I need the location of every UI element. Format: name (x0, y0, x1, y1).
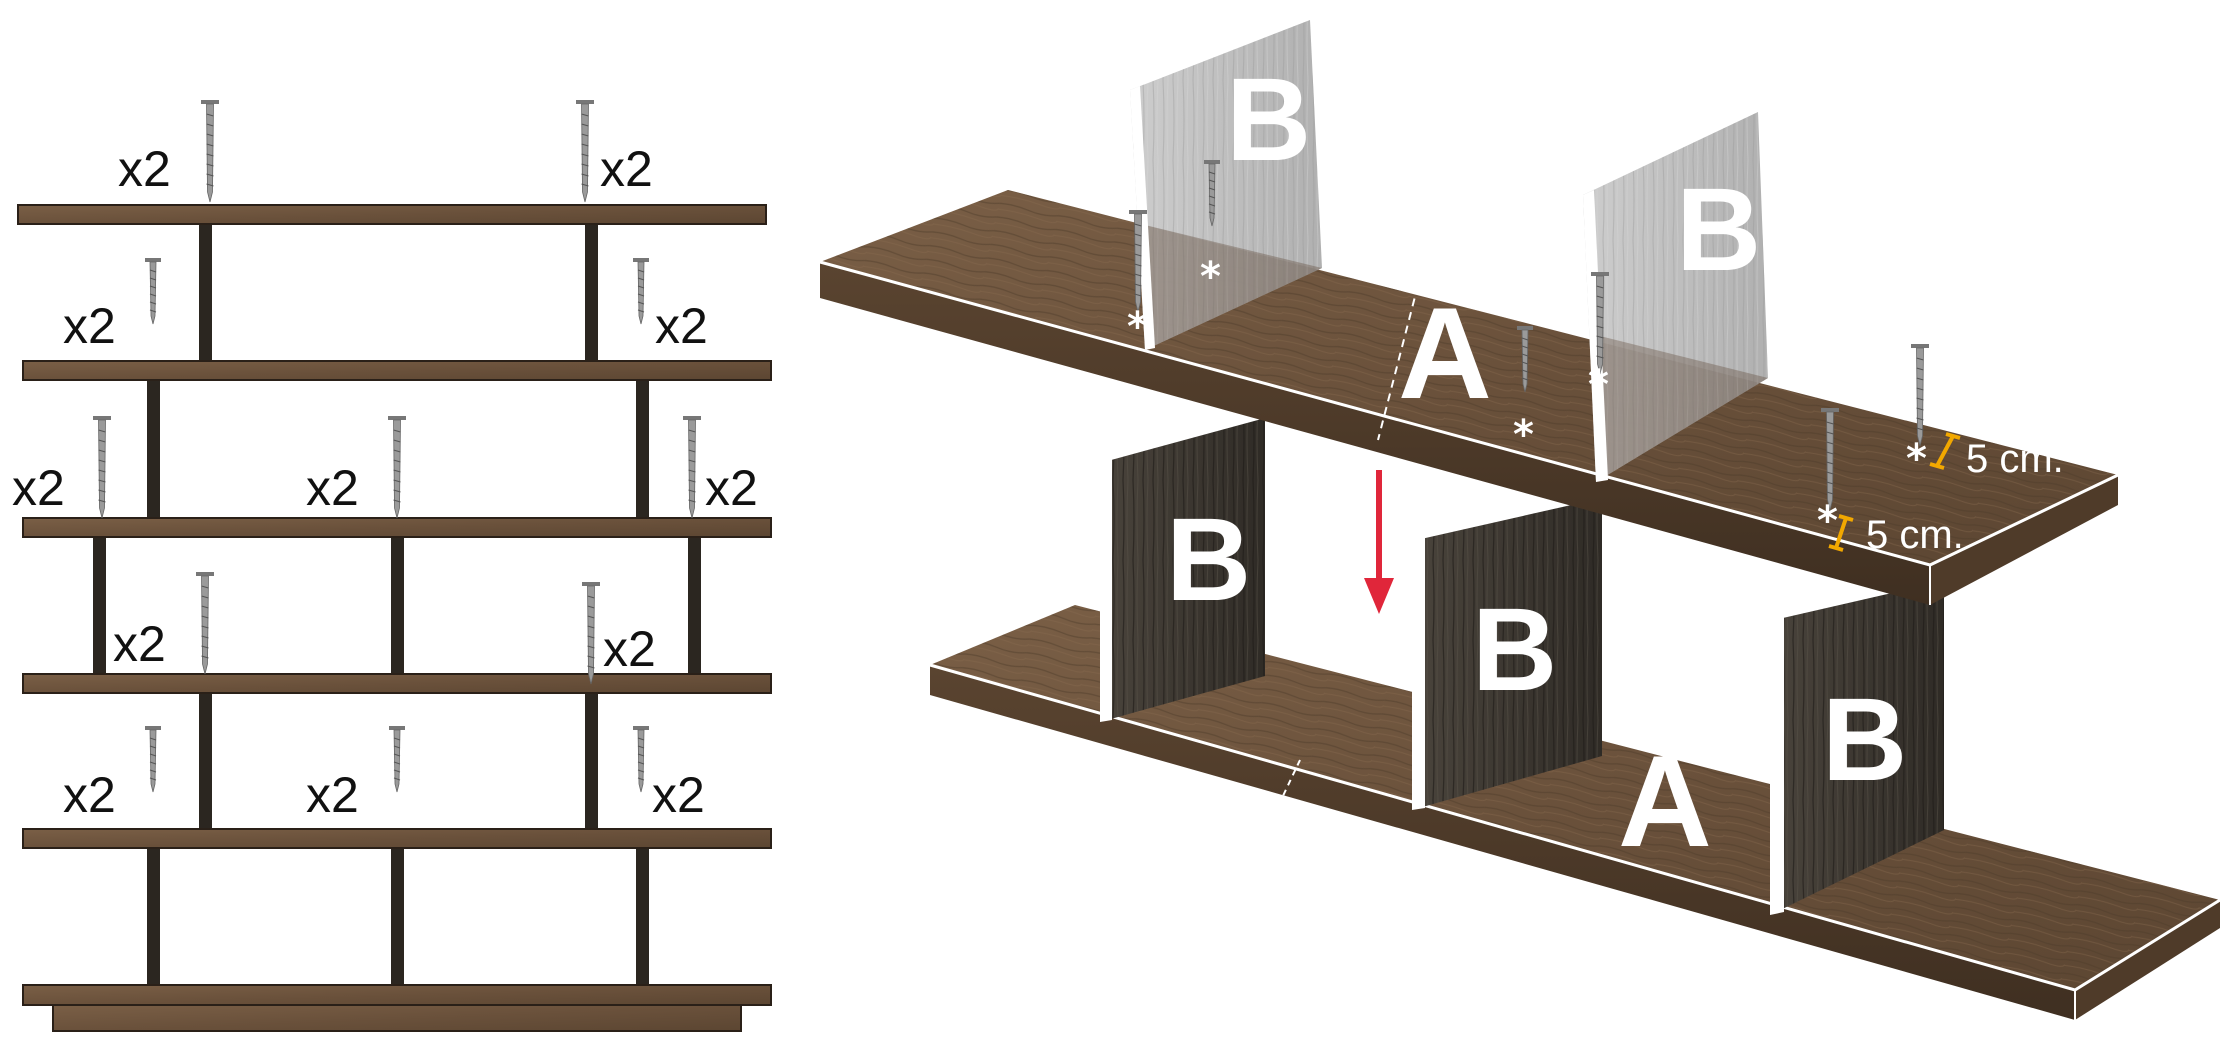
screw-qty-label: x2 (12, 460, 65, 516)
shelf-2 (22, 360, 772, 381)
screw-position-markers: * * * * * * (1127, 254, 1927, 544)
dimension-bracket-icon (1929, 432, 1961, 470)
screw-qty-label: x2 (118, 141, 171, 197)
screw-qty-label: x2 (603, 621, 656, 677)
down-arrow-icon (1364, 470, 1394, 614)
screw-qty-label: x2 (705, 460, 758, 516)
shelf-3 (22, 517, 772, 538)
lower-panel-b1: B (1099, 416, 1266, 722)
screw-icon (144, 725, 162, 793)
front-view-shelves (17, 204, 772, 1032)
base-plinth (52, 1004, 742, 1032)
shelf-6 (22, 984, 772, 1006)
dimension-label-1: 5 cm. (1966, 437, 2064, 481)
front-view-uprights (93, 220, 701, 988)
lower-shelf: A (929, 605, 2221, 1020)
front-view-labels: x2 x2 x2 x2 x2 x2 x2 x2 x2 x2 x2 x2 (12, 141, 758, 823)
star-marker: * (1127, 304, 1148, 350)
lower-shelf-label-a: A (1618, 728, 1712, 874)
shelf-5 (22, 828, 772, 849)
upper-panel-b-left: B (1130, 20, 1322, 350)
front-view: x2 x2 x2 x2 x2 x2 x2 x2 x2 x2 x2 x2 (12, 99, 772, 1032)
star-marker: * (1817, 498, 1838, 544)
screw-icon (682, 415, 702, 519)
screw-icon (581, 581, 601, 685)
screw-qty-label: x2 (63, 298, 116, 354)
screw-icon (92, 415, 112, 519)
lower-panel-b2: B (1411, 496, 1603, 810)
screw-icon (144, 257, 162, 325)
screw-icon (632, 725, 650, 793)
lower-panel-b1-label: B (1166, 494, 1251, 626)
shelf-4 (22, 673, 772, 694)
screw-qty-label: x2 (655, 298, 708, 354)
shelf-1 (17, 204, 767, 225)
dimension-label-2: 5 cm. (1866, 513, 1964, 557)
screw-icon (195, 571, 215, 675)
lower-panel-b3-label: B (1822, 674, 1907, 806)
screw-icon (200, 99, 220, 203)
screw-qty-label: x2 (306, 460, 359, 516)
screw-qty-label: x2 (306, 767, 359, 823)
dimension-markers: 5 cm. 5 cm. (1828, 432, 2064, 557)
screw-icon (387, 415, 407, 519)
lower-panel-b3: B (1769, 579, 1945, 915)
star-marker: * (1513, 412, 1534, 458)
upper-panel-b-right: B (1583, 112, 1768, 482)
upper-panel-b-left-label: B (1226, 54, 1311, 186)
screw-qty-label: x2 (652, 767, 705, 823)
lower-panel-b2-label: B (1472, 584, 1557, 716)
upper-panel-b-right-label: B (1676, 164, 1761, 296)
star-marker: * (1906, 436, 1927, 482)
screw-icon (388, 725, 406, 793)
star-marker: * (1200, 254, 1221, 300)
screw-qty-label: x2 (113, 616, 166, 672)
screw-icon (632, 257, 650, 325)
screw-qty-label: x2 (600, 141, 653, 197)
screw-icon (575, 99, 595, 203)
dimension-bracket-icon (1828, 514, 1854, 552)
screw-qty-label: x2 (63, 767, 116, 823)
assembly-view: A B B B (819, 20, 2221, 1020)
upper-shelf-label-a: A (1398, 280, 1492, 426)
star-marker: * (1588, 362, 1609, 408)
